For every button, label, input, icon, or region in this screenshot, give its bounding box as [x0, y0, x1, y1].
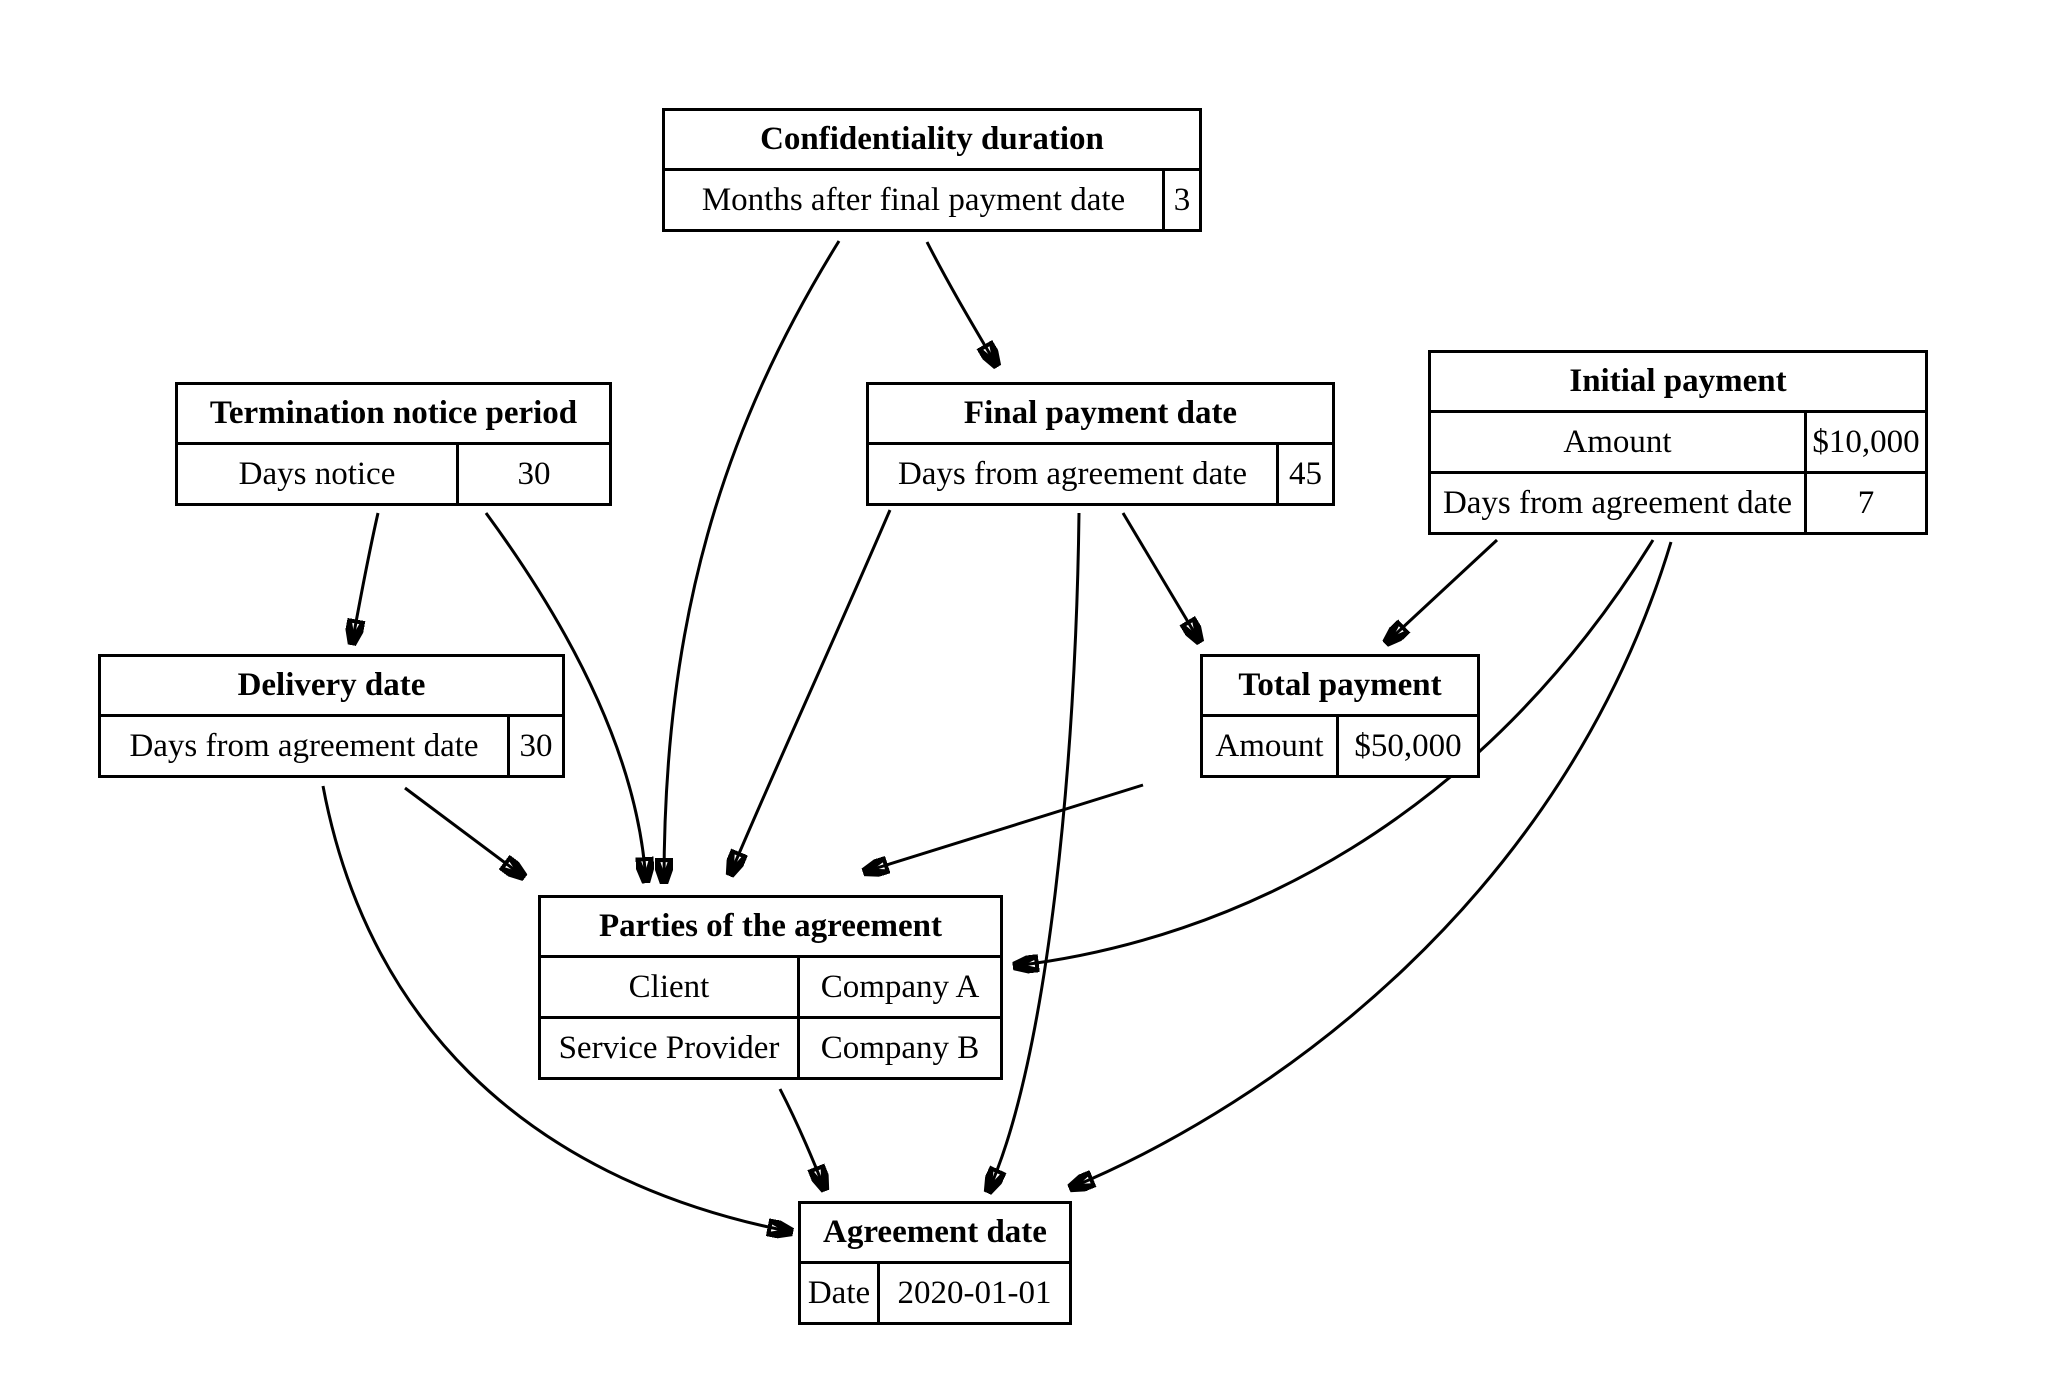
node-title: Total payment: [1238, 667, 1442, 703]
edge-termination-notice-period-to-delivery-date: [352, 512, 380, 644]
table-row: Service Provider Company B: [541, 1016, 1000, 1077]
node-final-payment-date: Final payment date Days from agreement d…: [866, 382, 1335, 506]
row-value: Company A: [797, 958, 1000, 1016]
row-label: Days from agreement date: [1442, 484, 1793, 521]
table-row: Amount $10,000: [1431, 410, 1925, 471]
edge-initial-payment-to-agreement-date: [1070, 541, 1673, 1188]
row-label: Months after final payment date: [701, 181, 1126, 218]
edge-parties-of-the-agreement-to-agreement-date: [778, 1088, 825, 1190]
node-title: Termination notice period: [209, 395, 578, 431]
row-label: Days from agreement date: [129, 727, 479, 764]
table-row: Days from agreement date 7: [1431, 471, 1925, 532]
row-label: Days notice: [238, 455, 396, 492]
edge-final-payment-date-to-total-payment: [1121, 512, 1200, 642]
row-value: 30: [507, 717, 562, 775]
table-row: Date 2020-01-01: [801, 1261, 1069, 1322]
node-title: Agreement date: [823, 1214, 1047, 1250]
table-row: Client Company A: [541, 955, 1000, 1016]
row-label: Amount: [1215, 727, 1324, 764]
node-parties-of-the-agreement: Parties of the agreement Client Company …: [538, 895, 1003, 1080]
table-row: Days notice 30: [178, 442, 609, 503]
node-termination-notice-period: Termination notice period Days notice 30: [175, 382, 612, 506]
table-row: Days from agreement date 45: [869, 442, 1332, 503]
edge-total-payment-to-parties-of-the-agreement: [864, 783, 1144, 872]
node-delivery-date: Delivery date Days from agreement date 3…: [98, 654, 565, 778]
edge-initial-payment-to-parties-of-the-agreement: [1014, 539, 1655, 966]
row-label: Date: [807, 1274, 871, 1311]
row-value: $10,000: [1804, 413, 1925, 471]
node-title: Initial payment: [1569, 363, 1787, 399]
row-value: Company B: [797, 1019, 1000, 1077]
node-total-payment: Total payment Amount $50,000: [1200, 654, 1480, 778]
row-value: 2020-01-01: [877, 1264, 1069, 1322]
table-row: Amount $50,000: [1203, 714, 1477, 775]
table-row: Days from agreement date 30: [101, 714, 562, 775]
node-title: Final payment date: [963, 395, 1238, 431]
row-value: 7: [1804, 474, 1925, 532]
row-value: 30: [456, 445, 609, 503]
edge-termination-notice-period-to-parties-of-the-agreement: [484, 512, 646, 882]
node-title: Delivery date: [237, 667, 426, 703]
node-title: Parties of the agreement: [598, 908, 942, 944]
table-row: Months after final payment date 3: [665, 168, 1199, 229]
row-value: 3: [1162, 171, 1199, 229]
edge-delivery-date-to-parties-of-the-agreement: [404, 786, 524, 877]
edge-confidentiality-duration-to-final-payment-date: [925, 241, 997, 366]
edge-initial-payment-to-total-payment: [1386, 538, 1499, 643]
node-agreement-date: Agreement date Date 2020-01-01: [798, 1201, 1072, 1325]
edge-confidentiality-duration-to-parties-of-the-agreement: [664, 240, 841, 883]
node-title: Confidentiality duration: [760, 121, 1104, 157]
edge-final-payment-date-to-parties-of-the-agreement: [730, 509, 892, 875]
row-label: Amount: [1563, 423, 1672, 460]
row-label: Service Provider: [558, 1029, 780, 1066]
edge-final-payment-date-to-agreement-date: [988, 512, 1081, 1192]
node-confidentiality-duration: Confidentiality duration Months after fi…: [662, 108, 1202, 232]
row-label: Days from agreement date: [897, 455, 1248, 492]
row-value: 45: [1276, 445, 1332, 503]
node-initial-payment: Initial payment Amount $10,000 Days from…: [1428, 350, 1928, 535]
edge-delivery-date-to-agreement-date: [321, 785, 792, 1232]
row-value: $50,000: [1336, 717, 1477, 775]
row-label: Client: [628, 968, 710, 1005]
